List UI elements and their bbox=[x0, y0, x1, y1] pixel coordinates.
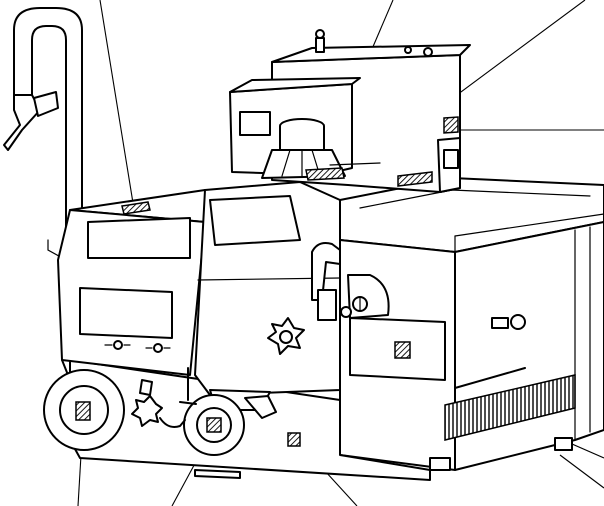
cabinet-knob bbox=[491, 317, 509, 329]
leader-base-corner bbox=[559, 454, 604, 489]
front-wheel-label-marker bbox=[206, 417, 222, 433]
left-grinder-unit bbox=[57, 189, 341, 401]
left-wheel bbox=[43, 369, 125, 451]
motor-window bbox=[239, 111, 271, 136]
leader-top-slot bbox=[99, 0, 134, 204]
exhaust-duct bbox=[3, 7, 83, 262]
upper-motor-housing bbox=[229, 29, 471, 193]
base-label-marker bbox=[287, 432, 301, 447]
lever-handle bbox=[311, 242, 341, 301]
front-wheel bbox=[183, 389, 277, 456]
left-wheel-label-marker bbox=[75, 401, 91, 421]
motor-label-marker bbox=[443, 116, 459, 134]
top-slot-marker bbox=[121, 201, 151, 215]
right-cabinet bbox=[339, 177, 604, 471]
base-controls bbox=[131, 367, 197, 428]
table-slot-marker bbox=[397, 171, 433, 187]
right-door-label-marker bbox=[394, 341, 411, 359]
head-vent-marker bbox=[305, 167, 345, 181]
adjustment-knob bbox=[267, 317, 305, 355]
